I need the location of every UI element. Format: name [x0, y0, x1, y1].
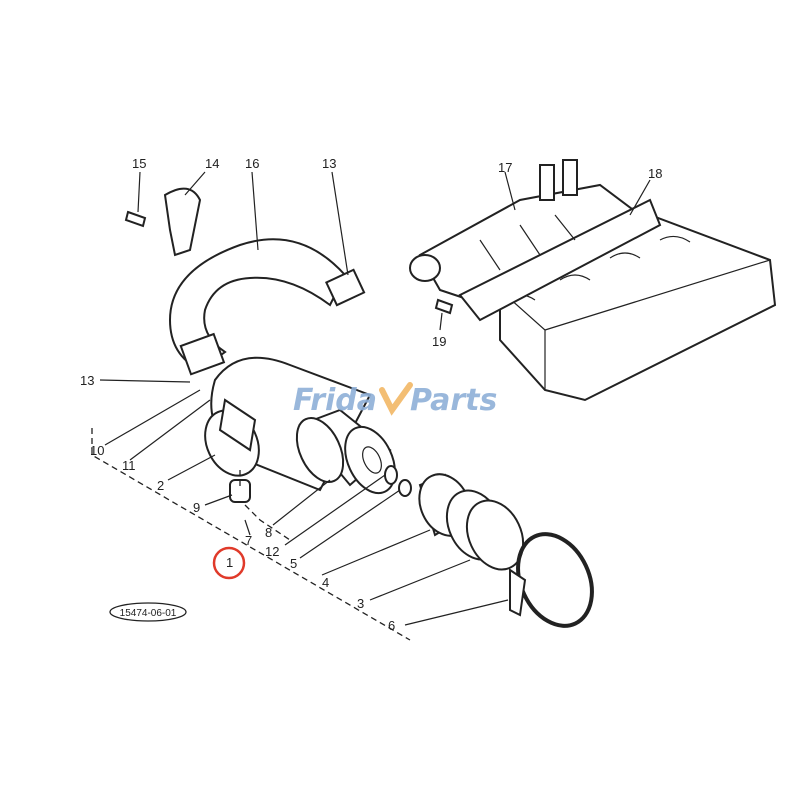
callout-19: 19 — [432, 334, 446, 349]
callout-13-left: 13 — [80, 373, 94, 388]
band-clamp — [509, 532, 594, 628]
callout-16: 16 — [245, 156, 259, 171]
callout-4: 4 — [322, 575, 329, 590]
filter-element — [295, 408, 396, 495]
callout-1: 1 — [226, 555, 233, 570]
callout-12: 12 — [265, 544, 279, 559]
callout-2: 2 — [157, 478, 164, 493]
callout-5: 5 — [290, 556, 297, 571]
washer — [384, 465, 398, 485]
bolt-19 — [434, 298, 454, 315]
watermark-text-a: Frida — [293, 383, 377, 418]
callout-14: 14 — [205, 156, 219, 171]
callout-11: 11 — [122, 458, 136, 473]
callout-10: 10 — [90, 443, 104, 458]
drawing-code-oval — [109, 602, 187, 622]
callout-6: 6 — [388, 618, 395, 633]
leader-lines — [99, 171, 651, 626]
highlight-circle — [212, 546, 246, 580]
watermark-check-icon — [379, 382, 413, 416]
callout-17: 17 — [498, 160, 512, 175]
fridayparts-watermark: Frida Parts — [293, 382, 497, 418]
callout-13-top: 13 — [322, 156, 336, 171]
drawing-code: 15474-06-01 — [120, 608, 177, 619]
intake-manifold — [409, 159, 662, 322]
intake-hose — [168, 238, 366, 376]
bolt — [124, 210, 147, 228]
watermark-text-b: Parts — [410, 383, 497, 418]
assembly-outline — [91, 428, 411, 641]
outer-cover — [445, 489, 525, 571]
callout-3: 3 — [357, 596, 364, 611]
bracket — [163, 187, 202, 257]
callout-18: 18 — [648, 166, 662, 181]
callout-15: 15 — [132, 156, 146, 171]
callout-9: 9 — [193, 500, 200, 515]
wing-nut — [398, 479, 412, 497]
callout-7: 7 — [245, 533, 252, 548]
callout-8: 8 — [265, 525, 272, 540]
